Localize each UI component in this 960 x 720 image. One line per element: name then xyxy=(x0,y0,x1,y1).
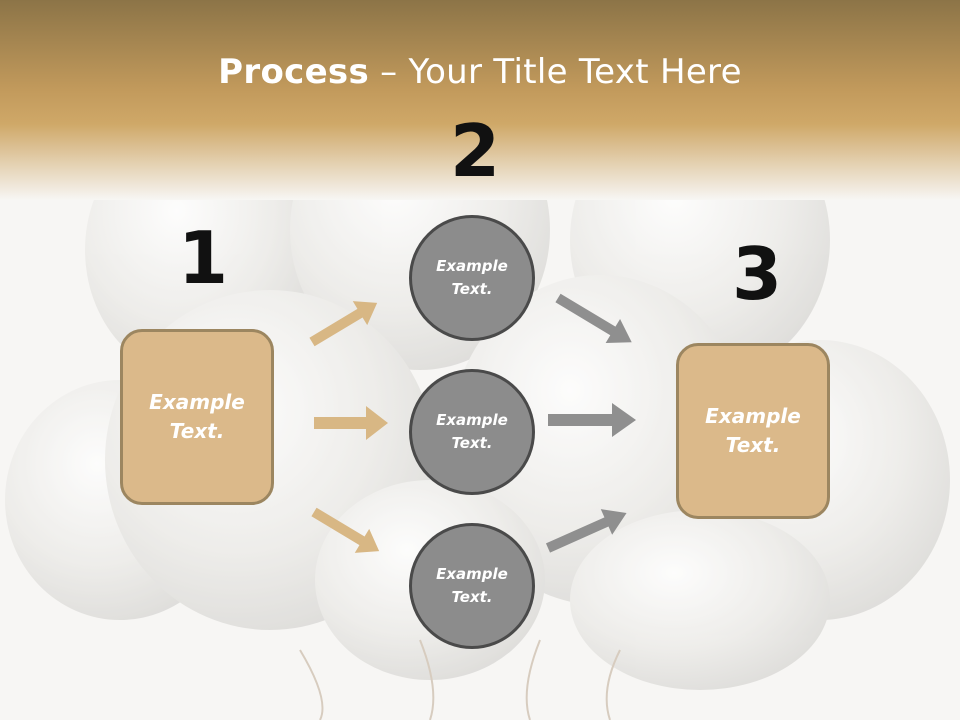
step-number-3: 3 xyxy=(732,232,783,316)
arrow-circle-mid-to-3 xyxy=(548,403,636,437)
arrow-1-to-circle-top xyxy=(309,301,378,347)
arrow-1-to-circle-mid xyxy=(314,406,388,440)
step-1-text-line2: Text. xyxy=(169,419,225,443)
circle-bottom-line1: Example xyxy=(436,565,508,583)
arrow-circle-bottom-to-3 xyxy=(545,509,627,553)
step-3-text-line2: Text. xyxy=(725,433,781,457)
step-1-text-line1: Example xyxy=(149,390,245,414)
arrow-1-to-circle-bottom xyxy=(311,507,380,553)
circle-middle-line1: Example xyxy=(436,411,508,429)
circle-bottom-line2: Text. xyxy=(451,588,493,606)
step-3-text-line1: Example xyxy=(705,404,801,428)
arrow-circle-top-to-3 xyxy=(555,293,632,343)
circle-top-line1: Example xyxy=(436,257,508,275)
title-bold: Process xyxy=(218,52,370,92)
circle-top-line2: Text. xyxy=(451,280,493,298)
title-rest: – Your Title Text Here xyxy=(369,52,742,92)
step-number-2: 2 xyxy=(450,109,501,193)
gold-arrows xyxy=(309,301,388,553)
slide-title: Process – Your Title Text Here xyxy=(0,52,960,92)
gray-arrows xyxy=(545,293,636,553)
circle-middle-line2: Text. xyxy=(451,434,493,452)
step-number-1: 1 xyxy=(178,216,229,300)
